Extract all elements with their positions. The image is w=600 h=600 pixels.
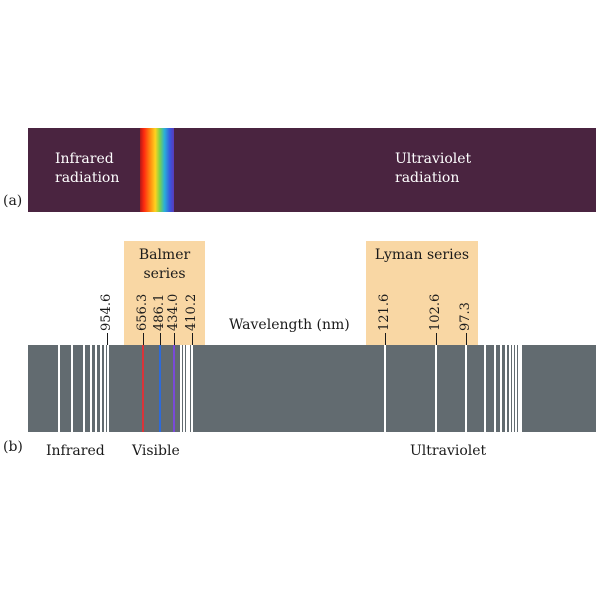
emission-spectrum-bar — [28, 345, 596, 432]
wavelength-axis-title: Wavelength (nm) — [229, 317, 350, 333]
emission-line — [500, 345, 502, 432]
emission-line — [509, 345, 511, 432]
tick-656-3 — [143, 333, 144, 345]
emission-line-102-6 — [435, 345, 437, 432]
region-label-ultraviolet: Ultraviolet — [410, 443, 487, 459]
wavelength-label-410-2: 410.2 — [184, 293, 199, 331]
wavelength-label-121-6: 121.6 — [377, 293, 392, 331]
emission-line — [505, 345, 507, 432]
emission-line — [518, 345, 520, 432]
wavelength-label-486-1: 486.1 — [152, 293, 167, 331]
emission-line — [71, 345, 73, 432]
emission-line — [58, 345, 60, 432]
balmer-title-line2: series — [143, 266, 186, 282]
infrared-label-line1: Infrared — [55, 151, 114, 167]
wavelength-label-434-0: 434.0 — [166, 293, 181, 331]
tick-954-6 — [107, 333, 108, 345]
tick-410-2 — [192, 333, 193, 345]
emission-line — [494, 345, 496, 432]
infrared-radiation-label: Infrared radiation — [55, 150, 119, 188]
ultraviolet-radiation-label: Ultraviolet radiation — [395, 150, 471, 188]
emission-line-121-6 — [384, 345, 386, 432]
balmer-title-line1: Balmer — [138, 247, 191, 263]
region-label-visible: Visible — [132, 443, 180, 459]
wavelength-label-102-6: 102.6 — [428, 293, 443, 331]
radiation-band: Infrared radiation Ultraviolet radiation — [28, 128, 596, 212]
tick-434-0 — [174, 333, 175, 345]
emission-line — [515, 345, 517, 432]
emission-line-656-3 — [142, 345, 144, 432]
ultraviolet-label-line1: Ultraviolet — [395, 151, 472, 167]
emission-line — [90, 345, 92, 432]
balmer-series-box: Balmer series — [124, 241, 205, 345]
lyman-series-box: Lyman series — [366, 241, 478, 345]
tick-97-3 — [466, 333, 467, 345]
emission-line — [183, 345, 185, 432]
lyman-series-title: Lyman series — [374, 247, 470, 263]
ultraviolet-label-line2: radiation — [395, 170, 460, 186]
wavelength-label-97-3: 97.3 — [458, 302, 473, 331]
emission-line — [100, 345, 102, 432]
panel-a-label: (a) — [3, 193, 23, 209]
emission-line-97-3 — [465, 345, 467, 432]
emission-line — [484, 345, 486, 432]
region-label-infrared: Infrared — [46, 443, 105, 459]
emission-line — [188, 345, 190, 432]
tick-486-1 — [160, 333, 161, 345]
emission-line — [83, 345, 85, 432]
tick-121-6 — [385, 333, 386, 345]
wavelength-label-954-6: 954.6 — [99, 293, 114, 331]
emission-line — [104, 345, 106, 432]
emission-line-410-2 — [191, 345, 193, 432]
wavelength-label-656-3: 656.3 — [135, 293, 150, 331]
tick-102-6 — [436, 333, 437, 345]
emission-line — [512, 345, 514, 432]
balmer-series-title: Balmer series — [124, 246, 205, 284]
emission-line — [180, 345, 182, 432]
emission-line — [520, 345, 522, 432]
emission-line — [95, 345, 97, 432]
infrared-label-line2: radiation — [55, 170, 120, 186]
emission-line-434-0 — [173, 345, 175, 432]
visible-spectrum-gradient — [140, 128, 174, 212]
emission-line — [186, 345, 188, 432]
emission-line-954-6 — [107, 345, 109, 432]
emission-line-486-1 — [159, 345, 161, 432]
panel-b-label: (b) — [3, 439, 23, 455]
